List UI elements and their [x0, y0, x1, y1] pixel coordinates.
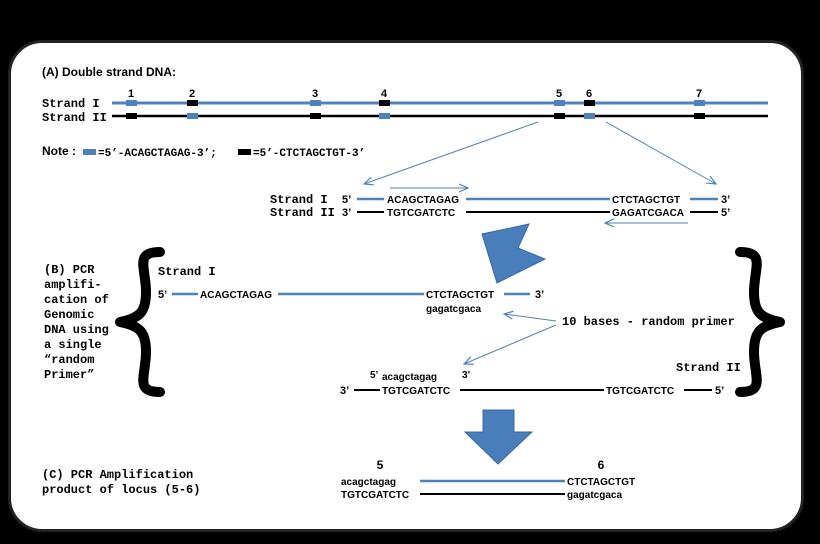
- site-3-top: [310, 100, 321, 106]
- note-blue-sequence: =5’-ACAGCTAGAG-3’;: [98, 148, 217, 160]
- c-locus-5: 5: [377, 458, 384, 472]
- c-bot-left-seq: TGTCGATCTC: [341, 490, 409, 501]
- locus-6-label: 6: [586, 88, 592, 100]
- site-5-bottom: [554, 113, 565, 119]
- b-top-5prime: 5’: [158, 289, 167, 301]
- b-bot-primer: acagctagag: [382, 372, 437, 383]
- site-4-top: [379, 100, 390, 106]
- b-bot-5prime: 5’: [715, 385, 724, 397]
- zoom-s1-3prime: 3’: [721, 194, 730, 206]
- site-2-top: [187, 100, 198, 106]
- locus-1-label: 1: [128, 88, 134, 100]
- strand-1-label: Strand I: [42, 97, 100, 111]
- zoom-seq-bot-left: TGTCGATCTC: [387, 208, 455, 219]
- locus-4-label: 4: [381, 88, 388, 100]
- zoom-strand-2-label: Strand II: [270, 206, 335, 220]
- b-bot-primer-5prime: 5’: [370, 370, 379, 381]
- b-bot-seq-right: TGTCGATCTC: [606, 386, 674, 397]
- site-7-top: [694, 100, 705, 106]
- zoom-s2-5prime: 5’: [721, 207, 730, 219]
- b-top-primer: gagatcgaca: [426, 304, 481, 315]
- b-top-3prime: 3’: [535, 289, 544, 301]
- section-b-label-line: (B) PCR: [44, 263, 95, 277]
- site-1-top: [126, 100, 137, 106]
- section-b-label-line: amplifi-: [44, 278, 102, 292]
- site-7-bottom: [694, 113, 705, 119]
- zoom-s1-5prime: 5’: [342, 194, 351, 206]
- zoom-seq-bot-right: GAGATCGACA: [612, 208, 684, 219]
- note-label: Note :: [42, 144, 76, 158]
- primer-pointer-top: [504, 314, 557, 322]
- left-brace-icon: [115, 247, 165, 397]
- section-b-label-line: DNA using: [44, 323, 109, 337]
- zoom-seq-top-left: ACAGCTAGAG: [387, 195, 459, 206]
- section-b-label-line: “random: [44, 353, 94, 367]
- c-top-left-seq: acagctagag: [341, 477, 396, 488]
- section-b-label-line: a single: [44, 338, 102, 352]
- primer-sites: [126, 100, 705, 119]
- random-primer-note: 10 bases - random primer: [562, 315, 735, 329]
- note-black-sequence: =5’-CTCTAGCTGT-3’: [253, 148, 365, 160]
- b-top-seq-left: ACAGCTAGAG: [200, 290, 272, 301]
- locus-2-label: 2: [189, 88, 195, 100]
- primer-pointer-bottom: [464, 324, 557, 364]
- site-4-bottom: [379, 113, 390, 119]
- strand-2-label: Strand II: [42, 111, 107, 125]
- zoom-s2-3prime: 3’: [342, 207, 351, 219]
- b-bot-seq-left: TGTCGATCTC: [382, 386, 450, 397]
- c-bot-right-seq: gagatcgaca: [567, 490, 622, 501]
- section-a-title: (A) Double strand DNA:: [42, 65, 176, 79]
- section-b-label: (B) PCR amplifi- cation of Genomic DNA u…: [44, 263, 109, 382]
- zoom-line-left: [364, 121, 539, 184]
- locus-7-label: 7: [696, 88, 702, 100]
- black-primer-swatch: [238, 149, 251, 155]
- b-bot-3prime: 3’: [340, 385, 349, 397]
- right-brace-icon: [735, 247, 785, 397]
- site-5-top: [554, 100, 565, 106]
- locus-5-label: 5: [556, 88, 562, 100]
- section-c-label-line1: (C) PCR Amplification: [42, 468, 193, 482]
- section-c-label-line2: product of locus (5-6): [42, 483, 200, 497]
- zoom-line-right: [605, 121, 716, 184]
- site-3-bottom: [310, 113, 321, 119]
- b-strand-2-label: Strand II: [676, 361, 741, 375]
- b-strand-1-label: Strand I: [158, 265, 216, 279]
- site-1-bottom: [126, 113, 137, 119]
- b-top-seq-right: CTCTAGCTGT: [426, 290, 494, 301]
- zoom-seq-top-right: CTCTAGCTGT: [612, 195, 680, 206]
- flow-arrow-a-to-b: [481, 223, 547, 284]
- locus-3-label: 3: [312, 88, 318, 100]
- section-b-label-line: cation of: [44, 293, 109, 307]
- section-b-label-line: Primer”: [44, 368, 94, 382]
- flow-arrow-b-to-c: [463, 409, 534, 465]
- c-locus-6: 6: [598, 458, 605, 472]
- b-bot-primer-3prime: 3’: [462, 370, 471, 381]
- site-6-top: [584, 100, 595, 106]
- section-b-label-line: Genomic: [44, 308, 94, 322]
- site-6-bottom: [584, 113, 595, 119]
- diagram-panel: [8, 40, 804, 532]
- blue-primer-swatch: [83, 149, 96, 155]
- zoom-strand-1-label: Strand I: [270, 193, 328, 207]
- site-2-bottom: [187, 113, 198, 119]
- c-top-right-seq: CTCTAGCTGT: [567, 477, 635, 488]
